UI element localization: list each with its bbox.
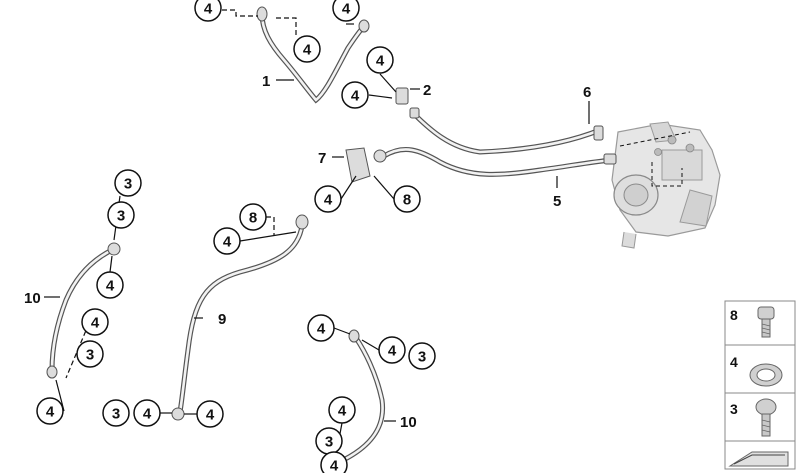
part-labels: 1 2 5 6 7 9 10 10 — [24, 73, 591, 431]
callout-number: 4 — [91, 315, 100, 332]
callout-number: 3 — [418, 349, 426, 366]
callout-3: 3 — [107, 201, 135, 229]
callout-number: 4 — [351, 88, 360, 105]
callout-3: 3 — [315, 427, 343, 455]
part-label-5: 5 — [553, 193, 561, 210]
callout-number: 4 — [223, 234, 232, 251]
callout-number: 3 — [117, 208, 125, 225]
part-label-9: 9 — [218, 311, 226, 328]
leader-line — [222, 9, 258, 17]
callout-number: 4 — [204, 1, 213, 18]
callout-8: 8 — [393, 185, 421, 213]
callout-number: 4 — [143, 406, 152, 423]
legend-number-washer: 4 — [730, 354, 738, 370]
leader-line — [276, 17, 297, 38]
callout-3: 3 — [408, 342, 436, 370]
pipes — [49, 11, 615, 469]
callout-number: 4 — [206, 407, 215, 424]
abs-hydraulic-unit — [611, 121, 721, 249]
callout-4: 4 — [320, 451, 348, 473]
callout-4: 4 — [328, 396, 356, 424]
callout-3: 3 — [102, 399, 130, 427]
legend-number-banjo-bolt: 3 — [730, 401, 738, 417]
bolt-icon — [757, 306, 775, 338]
leader-line — [340, 175, 357, 200]
callout-4: 4 — [213, 227, 241, 255]
callout-3: 3 — [76, 340, 104, 368]
callout-4: 4 — [332, 0, 360, 22]
leader-line — [109, 255, 113, 273]
leader-line — [361, 339, 380, 351]
callout-4: 4 — [366, 46, 394, 74]
callout-number: 8 — [403, 192, 411, 209]
leader-line — [266, 216, 275, 236]
leader-lines — [44, 9, 590, 456]
leader-line — [368, 94, 393, 99]
callout-4: 4 — [194, 0, 222, 22]
part-label-7: 7 — [318, 150, 326, 167]
callout-4: 4 — [314, 185, 342, 213]
callout-number: 3 — [124, 176, 132, 193]
callout-number: 4 — [388, 343, 397, 360]
callout-number: 4 — [324, 192, 333, 209]
callout-number: 4 — [342, 1, 351, 18]
part-label-10: 10 — [400, 414, 417, 431]
legend-number-bolt: 8 — [730, 307, 738, 323]
callout-4: 4 — [196, 400, 224, 428]
callout-number: 4 — [303, 42, 312, 59]
leader-line — [239, 231, 297, 242]
callout-4: 4 — [378, 336, 406, 364]
callout-number: 4 — [330, 458, 339, 473]
callout-number: 4 — [46, 404, 55, 421]
banjo-bolt-icon — [755, 398, 777, 437]
callout-8: 8 — [239, 203, 267, 231]
callout-3: 3 — [114, 169, 142, 197]
callout-number: 8 — [249, 210, 257, 227]
part-label-10: 10 — [24, 290, 41, 307]
callout-number: 4 — [338, 403, 347, 420]
callout-4: 4 — [293, 35, 321, 63]
callout-4: 4 — [307, 314, 335, 342]
callout-number: 3 — [86, 347, 94, 364]
parts-legend: 8 4 3 — [724, 300, 796, 470]
arrow-icon — [728, 451, 789, 467]
callout-4: 4 — [36, 397, 64, 425]
washer-icon — [749, 363, 783, 387]
callout-number: 3 — [325, 434, 333, 451]
callout-4: 4 — [133, 399, 161, 427]
callout-number: 4 — [317, 321, 326, 338]
callout-4: 4 — [341, 81, 369, 109]
part-label-1: 1 — [262, 73, 270, 90]
leader-line — [379, 73, 397, 93]
callout-number: 4 — [376, 53, 385, 70]
part-label-2: 2 — [423, 82, 431, 99]
callout-4: 4 — [81, 308, 109, 336]
callout-4: 4 — [96, 271, 124, 299]
callout-number: 3 — [112, 406, 120, 423]
leader-line — [373, 175, 395, 200]
callout-number: 4 — [106, 278, 115, 295]
part-label-6: 6 — [583, 84, 591, 101]
leader-line — [333, 327, 351, 335]
